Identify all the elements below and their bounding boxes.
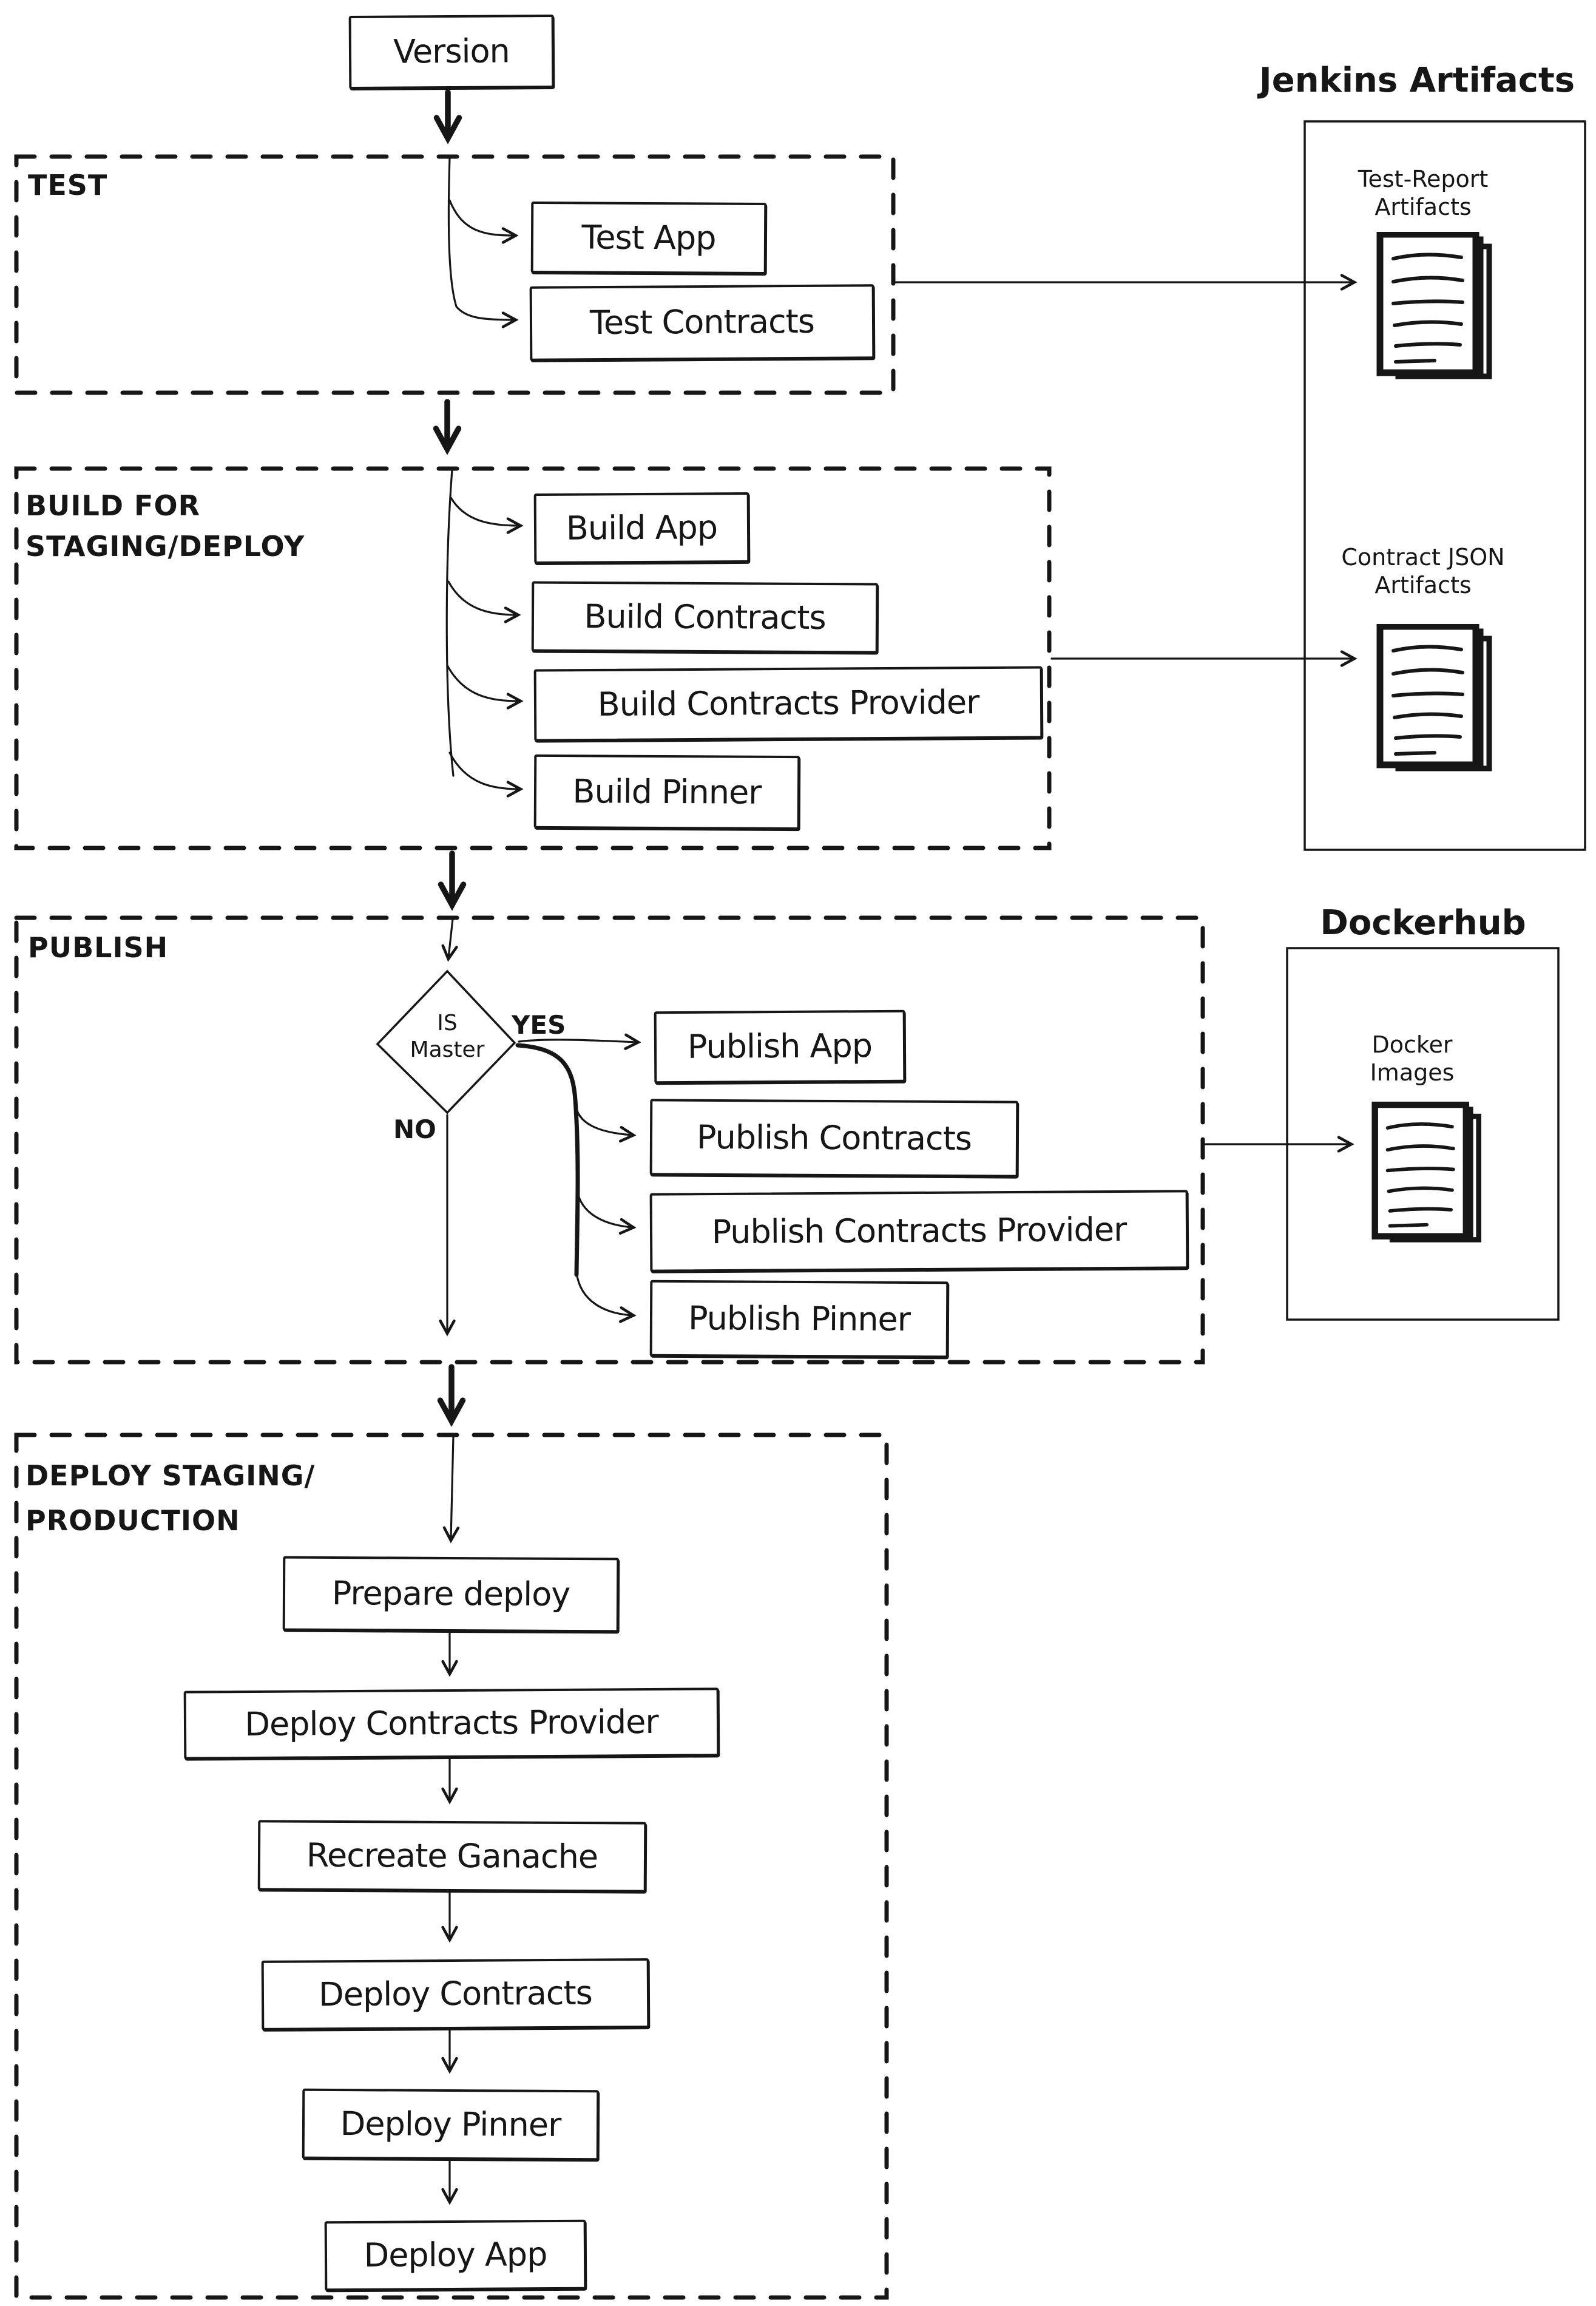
node-label: Build App (566, 507, 718, 548)
node-deploy-contracts-provider: Deploy Contracts Provider (183, 1687, 720, 1760)
build-branch-app (450, 497, 524, 534)
build-branch-contracts (447, 580, 521, 623)
node-test-contracts: Test Contracts (529, 284, 875, 361)
node-label: Prepare deploy (331, 1574, 570, 1614)
node-label: Build Pinner (572, 771, 762, 812)
node-label: Build Contracts Provider (597, 683, 979, 724)
section-title-deploy: DEPLOY STAGING/PRODUCTION (25, 1454, 315, 1543)
section-title-line: STAGING/DEPLOY (25, 529, 305, 563)
decision-label-line: IS (437, 1011, 458, 1036)
publish-branch-contracts (574, 1101, 637, 1143)
node-label: Test Contracts (589, 302, 815, 342)
dockerhub-container (1286, 947, 1560, 1321)
decision-diamond (376, 969, 516, 1114)
node-build-app: Build App (533, 492, 750, 565)
yes-branch-trunk (515, 1043, 580, 1277)
section-title-line: DEPLOY STAGING/ (25, 1459, 316, 1492)
test-branch-to-app (448, 199, 519, 244)
node-prepare-deploy: Prepare deploy (282, 1556, 620, 1633)
build-branch-provider (446, 664, 524, 710)
document-stack-icon (1376, 232, 1492, 379)
deploy-entry-arrow (442, 1435, 460, 1544)
node-label: Deploy Pinner (340, 2104, 561, 2144)
node-build-pinner: Build Pinner (533, 754, 800, 830)
node-label: Publish App (687, 1026, 873, 1067)
node-publish-pinner: Publish Pinner (649, 1280, 949, 1358)
document-stack-icon (1371, 1101, 1481, 1243)
publish-entry-arrow (441, 918, 458, 962)
node-label: Build Contracts (584, 597, 826, 637)
node-build-contracts-provider: Build Contracts Provider (533, 666, 1043, 742)
node-publish-contracts: Publish Contracts (649, 1099, 1019, 1178)
node-deploy-contracts: Deploy Contracts (261, 1958, 650, 2030)
publish-section-frame (14, 915, 1205, 1365)
node-label: Deploy App (363, 2235, 547, 2275)
yes-arrow-to-publish-app (518, 1033, 641, 1050)
deploy-section-frame (14, 1433, 889, 2300)
section-title-line: BUILD FOR (25, 489, 200, 522)
dockerhub-title: Dockerhub (1320, 903, 1526, 943)
artifact-label-line: Artifacts (1375, 194, 1472, 220)
publish-branch-pinner (575, 1271, 637, 1323)
jenkins-container (1304, 120, 1586, 851)
section-title-publish: PUBLISH (28, 931, 169, 964)
publish-branch-provider (576, 1189, 637, 1235)
jenkins-title: Jenkins Artifacts (1259, 61, 1575, 100)
build-branch-pinner (448, 751, 524, 798)
section-title-line: PRODUCTION (25, 1504, 240, 1537)
artifact-label-line: Images (1370, 1059, 1455, 1086)
node-recreate-ganache: Recreate Ganache (257, 1820, 647, 1893)
node-deploy-app: Deploy App (324, 2219, 587, 2291)
node-label: Publish Contracts (696, 1117, 972, 1158)
node-version: Version (348, 14, 555, 90)
node-build-contracts: Build Contracts (531, 581, 879, 654)
node-test-app: Test App (530, 201, 767, 275)
node-label: Publish Contracts Provider (711, 1210, 1127, 1251)
section-title-build: BUILD FOR STAGING/DEPLOY (25, 486, 305, 566)
node-label: Publish Pinner (688, 1298, 911, 1338)
test-section-frame (14, 154, 896, 395)
node-label: Test App (581, 218, 716, 257)
artifact-label-line: Artifacts (1375, 572, 1472, 599)
yes-label: YES (512, 1010, 566, 1040)
node-label: Deploy Contracts (318, 1973, 593, 2014)
artifact-label-line: Test-Report (1358, 166, 1489, 192)
node-publish-app: Publish App (654, 1009, 906, 1084)
build-trunk (445, 469, 455, 777)
artifact-label-line: Contract JSON (1341, 544, 1505, 571)
node-publish-contracts-provider: Publish Contracts Provider (649, 1190, 1189, 1272)
node-label: Deploy Contracts Provider (245, 1703, 658, 1744)
decision-label-line: Master (410, 1037, 485, 1062)
test-trunk-to-contracts (447, 157, 519, 328)
node-label: Recreate Ganache (306, 1836, 598, 1876)
node-deploy-pinner: Deploy Pinner (302, 2088, 600, 2161)
artifact-label-line: Docker (1371, 1031, 1453, 1058)
document-stack-icon (1376, 624, 1492, 771)
node-label: Version (393, 32, 510, 71)
no-label: NO (393, 1114, 436, 1144)
section-title-test: TEST (28, 169, 108, 202)
